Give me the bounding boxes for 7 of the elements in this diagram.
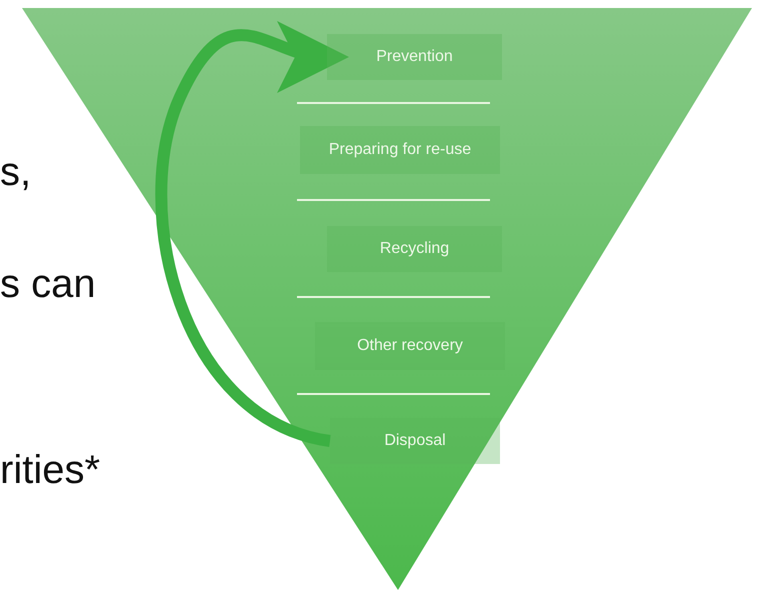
hierarchy-level: Recycling [327,226,502,272]
text-fragment: rities* [0,448,100,493]
text-fragment: s, [0,150,32,195]
text-fragment: s can [0,262,96,307]
hierarchy-level: Prevention [327,34,502,80]
hierarchy-level: Preparing for re-use [300,126,500,174]
hierarchy-level: Other recovery [315,322,505,370]
